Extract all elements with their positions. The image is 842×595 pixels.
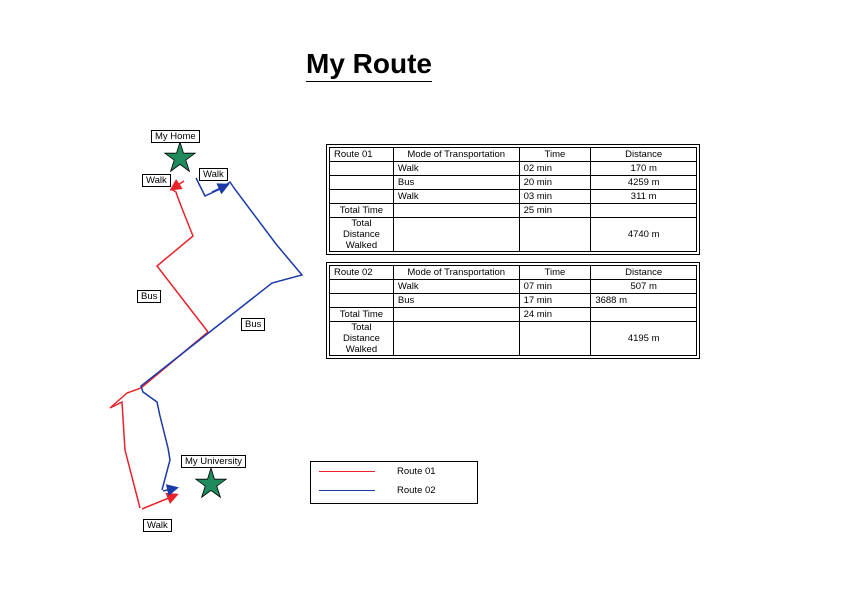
walk-label-home-left: Walk xyxy=(142,174,171,187)
total-time-label: Total Time xyxy=(329,307,394,322)
table-row: Total Time 24 min xyxy=(329,307,697,322)
university-star-icon xyxy=(194,466,228,499)
route01-path xyxy=(155,188,209,333)
table-header-row: Route 02 Mode of Transportation Time Dis… xyxy=(329,265,697,280)
table-row: Bus 20 min 4259 m xyxy=(329,175,697,190)
legend-swatch-route01 xyxy=(319,471,375,472)
legend-label-route01: Route 01 xyxy=(397,466,436,477)
total-time-label: Total Time xyxy=(329,203,394,218)
table-cell: 03 min xyxy=(518,189,592,204)
table-header: Mode of Transportation xyxy=(392,265,520,280)
route01-path-south xyxy=(109,331,209,509)
route02-start-arrow xyxy=(211,183,230,195)
my-university-label: My University xyxy=(181,455,247,468)
my-home-label: My Home xyxy=(151,130,200,143)
table-row: Total Distance Walked 4740 m xyxy=(329,217,697,252)
table-cell: 507 m xyxy=(590,279,697,294)
table-cell xyxy=(329,279,394,294)
table-cell: 17 min xyxy=(518,293,592,308)
table-cell: Walk xyxy=(392,279,520,294)
table-cell: Walk xyxy=(392,161,520,176)
bus-label-route01: Bus xyxy=(137,290,162,303)
total-time-value: 25 min xyxy=(518,203,592,218)
table-cell xyxy=(329,293,394,308)
route02-path xyxy=(140,177,304,491)
table-header: Route 02 xyxy=(329,265,394,280)
table-cell: 4259 m xyxy=(590,175,697,190)
table-header: Time xyxy=(518,147,592,162)
table-header: Mode of Transportation xyxy=(392,147,520,162)
total-distance-label: Total Distance Walked xyxy=(329,321,394,356)
table-cell: Bus xyxy=(392,293,520,308)
route02-end-arrow xyxy=(162,484,179,496)
table-row: Walk 03 min 311 m xyxy=(329,189,697,204)
walk-label-home-right: Walk xyxy=(199,168,228,181)
table-cell: 02 min xyxy=(518,161,592,176)
table-row: Total Distance Walked 4195 m xyxy=(329,321,697,356)
table-header-row: Route 01 Mode of Transportation Time Dis… xyxy=(329,147,697,162)
legend-swatch-route02 xyxy=(319,490,375,491)
table-row: Bus 17 min 3688 m xyxy=(329,293,697,308)
total-time-value: 24 min xyxy=(518,307,592,322)
route02-table: Route 02 Mode of Transportation Time Dis… xyxy=(326,262,700,359)
legend-item-route01: Route 01 xyxy=(319,466,436,477)
table-cell: 07 min xyxy=(518,279,592,294)
table-header: Route 01 xyxy=(329,147,394,162)
route01-end-arrow xyxy=(141,492,179,510)
table-row: Walk 07 min 507 m xyxy=(329,279,697,294)
home-star-icon xyxy=(163,140,197,173)
table-cell: Walk xyxy=(392,189,520,204)
legend-item-route02: Route 02 xyxy=(319,485,436,496)
table-cell: 20 min xyxy=(518,175,592,190)
table-cell: 311 m xyxy=(590,189,697,204)
walk-label-university: Walk xyxy=(143,519,172,532)
table-cell: 170 m xyxy=(590,161,697,176)
table-cell xyxy=(329,189,394,204)
table-row: Walk 02 min 170 m xyxy=(329,161,697,176)
table-cell xyxy=(329,161,394,176)
table-cell xyxy=(329,175,394,190)
table-header: Distance xyxy=(590,147,697,162)
total-distance-value: 4740 m xyxy=(590,217,697,252)
total-distance-value: 4195 m xyxy=(590,321,697,356)
table-cell: Bus xyxy=(392,175,520,190)
table-cell: 3688 m xyxy=(590,293,697,308)
route01-table: Route 01 Mode of Transportation Time Dis… xyxy=(326,144,700,255)
table-row: Total Time 25 min xyxy=(329,203,697,218)
page-title: My Route xyxy=(306,48,432,82)
table-header: Distance xyxy=(590,265,697,280)
route01-start-arrow xyxy=(169,179,185,191)
total-distance-label: Total Distance Walked xyxy=(329,217,394,252)
legend: Route 01 Route 02 xyxy=(310,461,478,504)
legend-label-route02: Route 02 xyxy=(397,485,436,496)
table-header: Time xyxy=(518,265,592,280)
bus-label-route02: Bus xyxy=(241,318,266,331)
